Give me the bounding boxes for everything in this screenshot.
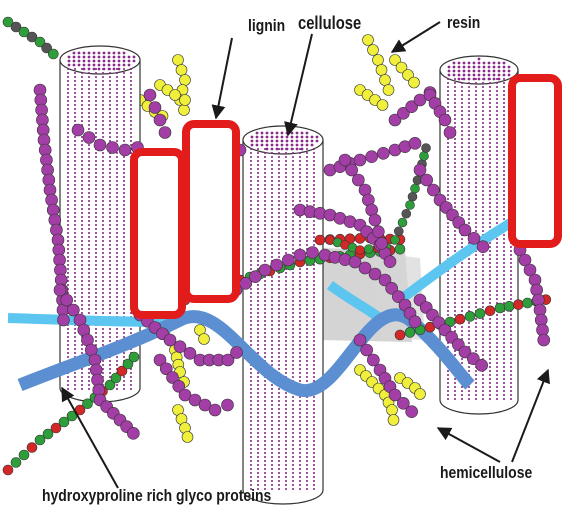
- cellulose-microfibril-middle: [243, 126, 323, 504]
- resin-label: resin: [447, 13, 480, 33]
- lignin-label: lignin: [248, 16, 285, 36]
- hemicellulose-label: hemicellulose: [440, 463, 532, 483]
- cellulose-label: cellulose: [298, 13, 361, 34]
- hydroxyproline-glycoprotein-label: hydroxyproline rich glyco proteins: [42, 486, 271, 506]
